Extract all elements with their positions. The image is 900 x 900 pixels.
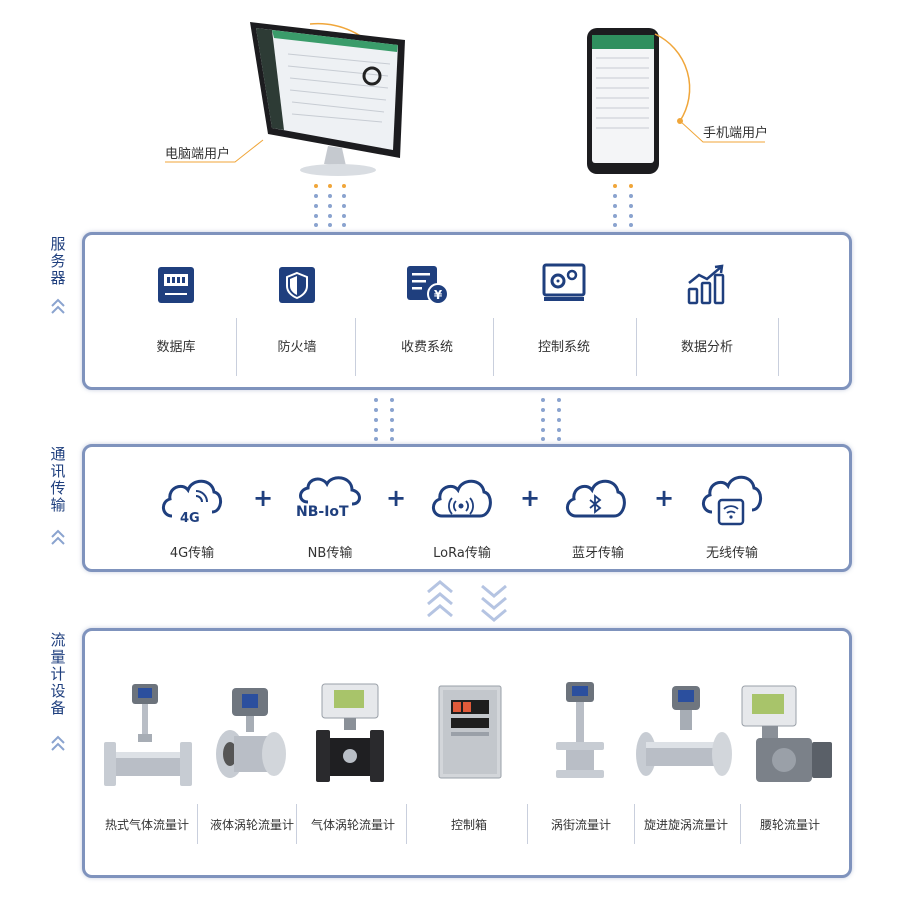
server-section-title: 服务器 <box>50 235 66 287</box>
roots-flowmeter-image <box>741 685 832 782</box>
device-label-thermal-gas: 热式气体流量计 <box>104 818 189 832</box>
mobile-phone-image <box>587 28 765 174</box>
comm-item-label-wireless: 无线传输 <box>705 546 758 561</box>
device-label-roots: 腰轮流量计 <box>759 818 820 832</box>
divider <box>527 804 528 844</box>
control-box-image <box>438 685 502 779</box>
down-arrows-icon <box>481 584 507 622</box>
chevron-up-icon <box>51 298 65 314</box>
plus-sign: + <box>386 484 407 512</box>
dotted-connector-server-comm-right <box>541 398 561 441</box>
up-arrows-icon <box>427 580 453 618</box>
device-label-control-box: 控制箱 <box>450 818 487 832</box>
shield-icon <box>279 267 315 303</box>
divider <box>296 804 297 844</box>
chevron-up-icon <box>51 735 65 751</box>
divider <box>636 318 637 376</box>
device-label-gas-turbine: 气体涡轮流量计 <box>310 818 395 832</box>
pc-monitor-image <box>250 22 405 176</box>
server-panel <box>82 232 852 390</box>
device-label-vortex: 涡街流量计 <box>550 818 611 832</box>
device-label-precession-vortex: 旋进旋涡流量计 <box>643 818 728 832</box>
divider <box>236 318 237 376</box>
divider <box>493 318 494 376</box>
divider <box>355 318 356 376</box>
pc-label-underline <box>165 139 264 163</box>
chevron-up-icon <box>51 529 65 545</box>
divider <box>740 804 741 844</box>
control-gears-icon <box>542 263 586 301</box>
divider <box>197 804 198 844</box>
device-section-title: 流量计设备 <box>50 631 66 717</box>
plus-sign: + <box>654 484 675 512</box>
server-item-label-control: 控制系统 <box>537 340 590 355</box>
dotted-connector-mobile <box>613 184 633 227</box>
gas-turbine-flowmeter-image <box>316 683 384 782</box>
cloud-nbiot-text: NB-IoT <box>296 504 349 520</box>
cloud-bluetooth-icon <box>566 479 626 518</box>
dotted-connector-pc <box>314 184 346 227</box>
cloud-wifi-icon <box>702 475 762 526</box>
precession-vortex-flowmeter-image <box>636 686 732 776</box>
divider <box>778 318 779 376</box>
pc-user-label: 电脑端用户 <box>165 147 231 162</box>
thermal-gas-flowmeter-image <box>104 684 192 786</box>
server-item-label-database: 数据库 <box>156 340 196 355</box>
comm-item-label-lora: LoRa传输 <box>433 546 491 561</box>
mobile-user-label: 手机端用户 <box>703 126 769 141</box>
billing-icon: ¥ <box>407 266 449 305</box>
server-item-label-billing: 收费系统 <box>400 340 453 355</box>
server-item-label-analysis: 数据分析 <box>680 340 733 355</box>
svg-text:¥: ¥ <box>434 288 443 302</box>
server-item-label-firewall: 防火墙 <box>277 340 317 355</box>
liquid-turbine-flowmeter-image <box>216 688 286 778</box>
cloud-lora-icon <box>432 479 492 518</box>
cloud-4g-icon: 4G <box>162 479 222 526</box>
comm-section-title: 通讯传输 <box>50 445 66 514</box>
cloud-4g-text: 4G <box>180 511 200 526</box>
plus-sign: + <box>253 484 274 512</box>
device-label-liquid-turbine: 液体涡轮流量计 <box>209 818 294 832</box>
vortex-flowmeter-image <box>556 682 604 778</box>
comm-item-label-nb: NB传输 <box>307 546 353 561</box>
database-icon <box>158 267 194 303</box>
divider <box>634 804 635 844</box>
dotted-connector-server-comm-left <box>374 398 394 441</box>
plus-sign: + <box>520 484 541 512</box>
comm-item-label-4g: 4G传输 <box>169 546 215 561</box>
divider <box>406 804 407 844</box>
comm-item-label-bluetooth: 蓝牙传输 <box>571 546 624 561</box>
cloud-nbiot-icon: NB-IoT <box>296 476 361 520</box>
bar-chart-icon <box>687 264 725 305</box>
